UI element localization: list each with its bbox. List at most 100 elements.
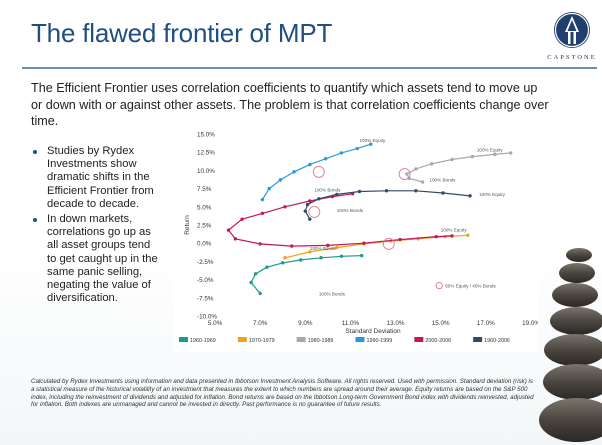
data-point [335,245,339,250]
x-tick-label: 17.0% [477,320,495,327]
y-tick-label: 12.5% [197,150,215,157]
data-point [470,154,475,159]
efficient-frontier-chart: 15.0% 12.5% 10.0% 7.5% 5.0% 2.5% 0.0% -2.5% -5.0… [173,124,540,352]
stacked-stones-image [535,240,602,445]
allocation-marker [398,168,411,180]
y-tick-label: 10.0% [197,168,215,175]
stones-icon [539,248,602,442]
annotation-label: 100% Equity [441,228,467,233]
y-tick-label: -2.5% [197,259,214,266]
capstone-logo: CAPSTONE [545,8,599,72]
y-tick-label: 0.0% [197,241,212,248]
data-point [319,256,323,260]
data-point [249,280,253,285]
data-point [339,254,344,259]
data-point [414,189,418,193]
data-point [323,157,328,161]
annotation-label: 100% Bonds [310,246,337,251]
allocation-marker [382,237,395,250]
x-tick-label: 15.0% [432,320,450,327]
data-point [335,192,339,197]
data-point [434,234,438,239]
annotation-label: 100% Bonds [314,188,341,193]
y-tick-label: 5.0% [197,204,212,211]
y-tick-label: 2.5% [197,223,212,230]
legend-label: 1960-2006 [484,338,510,344]
x-tick-label: 7.0% [253,320,268,327]
data-point [355,146,359,151]
legend-label: 1990-1999 [367,338,393,344]
legend-swatch [179,337,188,342]
data-point [384,189,389,193]
y-tick-label: 7.5% [197,186,212,193]
legend-swatch [473,337,483,342]
y-tick-label: -5.0% [197,277,214,284]
annotation-label: 100% Bonds [429,177,456,182]
x-tick-label: 5.0% [208,320,223,327]
data-point [508,151,513,155]
x-tick-label: 11.0% [342,320,360,327]
logo-wordmark: CAPSTONE [547,54,597,61]
data-point [493,152,497,157]
data-point [265,265,269,269]
data-point [362,241,366,245]
bullet-text: Studies by Rydex Investments show dramat… [47,145,154,210]
data-point [240,217,244,221]
data-point [281,261,285,265]
legend-label: 1970-1979 [249,338,275,344]
allocation-marker [308,205,321,218]
y-tick-label: 15.0% [197,132,215,139]
legend-swatch [237,337,247,342]
x-tick-label: 19.0% [522,320,538,327]
legend-swatch [296,337,306,342]
intro-paragraph: The Efficient Frontier uses correlation … [31,81,549,128]
data-point [260,211,265,216]
footnote-disclaimer: Calculated by Rydex Investments using in… [31,378,534,409]
data-point [450,157,454,162]
data-point [420,180,425,184]
data-point [468,194,472,198]
data-point [414,167,418,171]
data-point [267,186,271,191]
chart-background [173,124,538,352]
data-point [292,170,296,174]
bullet-item: In down markets, correlations go up as a… [33,213,161,305]
data-point [308,250,312,254]
data-point [369,142,373,146]
annotation-label: 100% Equity [477,147,503,152]
data-point [260,197,265,202]
data-point [283,256,287,260]
x-axis-label: Standard Deviation [345,328,401,335]
data-point [226,228,231,232]
data-point [305,202,310,207]
legend-swatch [355,337,365,342]
legend-label: 1980-1989 [308,338,334,344]
data-point [258,291,262,296]
series-line [304,190,471,220]
data-point [466,233,470,237]
annotation-marker-icon [435,281,443,290]
x-tick-label: 13.0% [387,320,405,327]
y-tick-label: -7.5% [197,295,214,302]
slide-title: The flawed frontier of MPT [31,18,333,48]
data-point [339,151,344,155]
data-point [326,243,330,248]
data-point [283,205,287,209]
data-point [303,209,307,213]
bullet-item: Studies by Rydex Investments show dramat… [33,145,161,211]
data-point [398,237,402,242]
data-point [299,258,303,262]
data-point [429,162,434,166]
annotation-label: 100% Equity [479,192,505,197]
annotation-label: 60% Equity / 40% Bonds [445,284,496,289]
data-point [357,189,362,194]
data-point [441,191,445,195]
data-point [253,272,258,276]
annotation-label: 100% Bonds [337,208,364,213]
annotation-label: 100% Equity [359,138,385,143]
legend-label: 2000-2006 [425,338,451,344]
data-point [308,217,312,221]
capstone-logo-icon [554,12,590,48]
bullet-icon [33,218,37,223]
